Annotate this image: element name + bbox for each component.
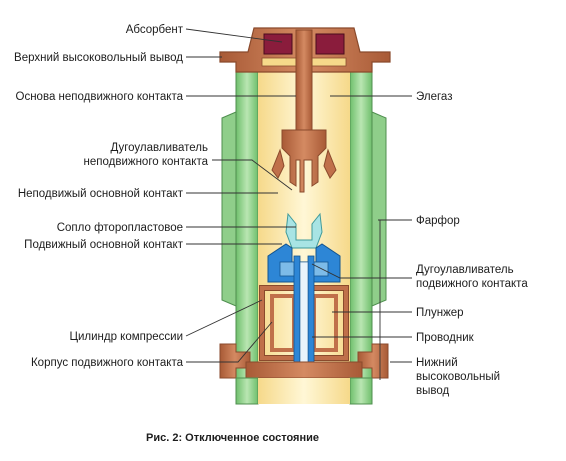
label-ptfe-nozzle: Сопло фторопластовое (57, 222, 183, 234)
figure-caption: Рис. 2: Отключенное состояние (146, 432, 319, 444)
fixed-contact (271, 29, 337, 193)
ptfe-nozzle (285, 212, 323, 249)
labels-left: Абсорбент Верхний высоковольный вывод Ос… (14, 24, 209, 369)
label-lower-terminal-line1: Нижний (416, 357, 458, 369)
label-fixed-arc-catcher-line1: Дугоулавливатель (110, 142, 208, 154)
label-plunger: Плунжер (416, 307, 464, 319)
label-sf6: Элегаз (416, 91, 452, 103)
leader-lines (185, 28, 412, 380)
absorbent-block-right (315, 33, 345, 55)
label-porcelain: Фарфор (416, 215, 460, 227)
label-conductor: Проводник (416, 332, 475, 344)
label-moving-main-contact: Подвижный основной контакт (24, 239, 184, 251)
label-moving-contact-body: Корпус подвижного контакта (31, 357, 184, 369)
label-upper-terminal: Верхний высоковольный вывод (14, 52, 183, 64)
label-fixed-main-contact: Неподвижый основной контакт (18, 188, 184, 200)
label-lower-terminal-line2: высоковольный (416, 371, 500, 383)
lower-terminal (219, 343, 389, 379)
label-fixed-contact-base: Основа неподвижного контакта (16, 91, 184, 103)
labels-right: Элегаз Фарфор Дугоулавливатель подвижног… (416, 91, 528, 397)
label-moving-arc-catcher-line2: подвижного контакта (416, 278, 528, 290)
label-absorbent: Абсорбент (126, 24, 184, 36)
label-lower-terminal-line3: вывод (416, 385, 449, 397)
label-fixed-arc-catcher-line2: неподвижного контакта (84, 156, 209, 168)
label-moving-arc-catcher-line1: Дугоулавливатель (416, 264, 514, 276)
absorbent-block-left (263, 33, 293, 55)
porcelain-insulator (221, 67, 387, 389)
porcelain-base-left (235, 377, 259, 405)
porcelain-base-right (349, 377, 373, 405)
label-compression-cylinder: Цилиндр компрессии (69, 331, 183, 343)
base-gas-volume (258, 378, 350, 404)
